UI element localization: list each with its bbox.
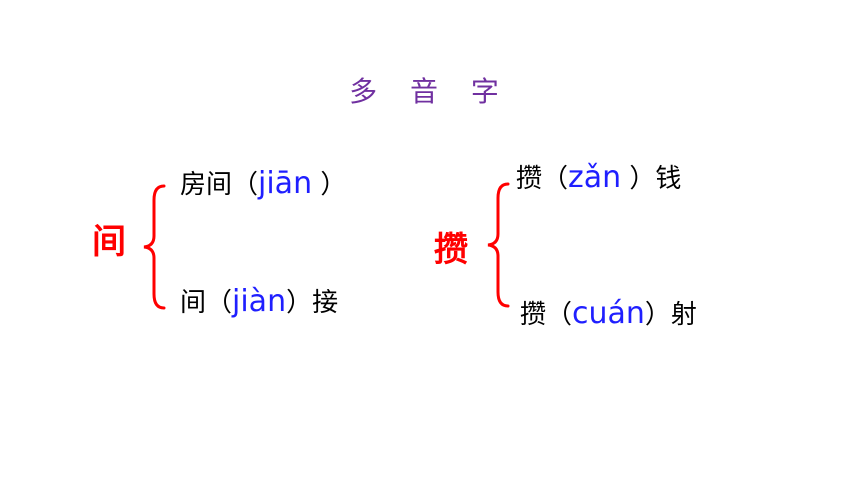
pinyin-cuan2: cuán <box>572 296 645 331</box>
word-line-jian-1: 房间（jiān ） <box>180 164 346 205</box>
word-suffix: ）接 <box>286 288 339 318</box>
pinyin-jian1: jiān <box>258 166 313 201</box>
word-line-zan-2: 攒（cuán）射 <box>520 294 697 335</box>
polyphone-char-zan: 攒 <box>434 230 468 270</box>
word-prefix: 攒（ <box>520 300 573 330</box>
word-line-jian-2: 间（jiàn）接 <box>180 282 338 323</box>
word-prefix: 攒（ <box>516 164 569 194</box>
word-prefix: 房间（ <box>180 170 259 200</box>
pinyin-zan3: zǎn <box>568 160 622 195</box>
left-brace-icon <box>143 184 166 310</box>
word-suffix: ） <box>312 170 347 200</box>
left-brace-icon <box>487 182 510 308</box>
pinyin-jian4: jiàn <box>232 284 287 319</box>
word-line-zan-1: 攒（zǎn ）钱 <box>516 158 681 199</box>
word-suffix: ）射 <box>644 300 697 330</box>
word-suffix: ）钱 <box>621 164 682 194</box>
word-prefix: 间（ <box>180 288 233 318</box>
page-title: 多 音 字 <box>349 75 511 108</box>
polyphone-char-jian: 间 <box>92 222 126 262</box>
